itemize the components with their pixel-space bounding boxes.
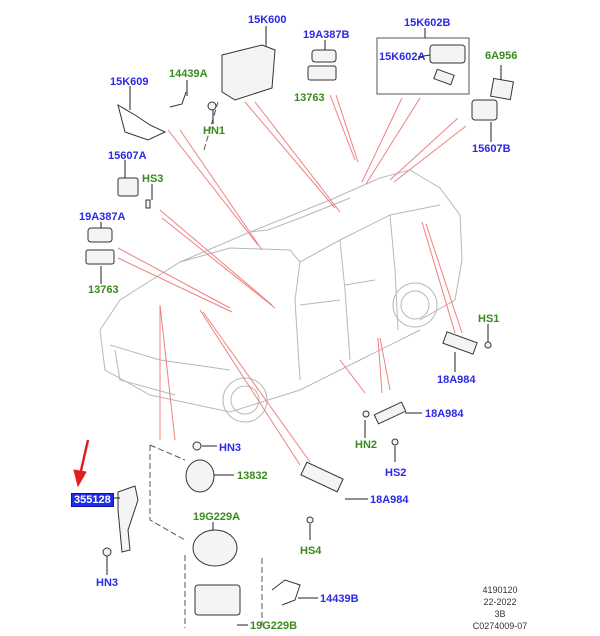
screw-HS3 [145, 199, 151, 209]
reference-section: 3B [494, 609, 506, 619]
label-HN2[interactable]: HN2 [355, 439, 378, 451]
label-15K609[interactable]: 15K609 [110, 76, 149, 88]
screw-HS4 [306, 516, 314, 524]
sensor-19A387A [87, 227, 113, 243]
nut-HN3-top [192, 441, 202, 451]
label-13832[interactable]: 13832 [237, 470, 268, 482]
sensor-19A387B [311, 49, 337, 63]
module-15607A [117, 177, 139, 197]
vehicle-outline [99, 169, 463, 423]
label-18A984-right[interactable]: 18A984 [437, 374, 476, 386]
siren-19G229A [192, 529, 238, 567]
label-15607B[interactable]: 15607B [472, 143, 511, 155]
diagram-reference-block: 4190120 22-2022 3B C0274009-07 [460, 584, 540, 632]
label-HN3-bottom[interactable]: HN3 [96, 577, 119, 589]
siren-19G229B [194, 584, 241, 616]
leader-lines [117, 94, 467, 466]
label-15K600[interactable]: 15K600 [248, 14, 287, 26]
label-15607A[interactable]: 15607A [108, 150, 147, 162]
nut-HN3-bottom [102, 547, 112, 557]
label-14439A[interactable]: 14439A [169, 68, 208, 80]
label-19A387A[interactable]: 19A387A [79, 211, 126, 223]
screw-HS2 [391, 438, 399, 446]
red-arrow-icon [73, 439, 90, 488]
harness-15K609 [117, 103, 167, 141]
label-HS3[interactable]: HS3 [142, 173, 164, 185]
label-19G229B[interactable]: 19G229B [250, 620, 298, 632]
sensor-18A984-low [300, 461, 344, 493]
assembly-dashes [149, 101, 263, 628]
kit-box-15K602B [376, 37, 470, 95]
bracket-355128 [117, 485, 139, 553]
label-HN3-top[interactable]: HN3 [219, 442, 242, 454]
label-19A387B[interactable]: 19A387B [303, 29, 350, 41]
label-HN1[interactable]: HN1 [203, 125, 226, 137]
label-6A956[interactable]: 6A956 [485, 50, 518, 62]
sensor-18A984-mid [373, 401, 407, 425]
label-15K602B[interactable]: 15K602B [404, 17, 451, 29]
bracket-13763-left [85, 249, 115, 265]
reference-number: 4190120 [482, 585, 518, 595]
nut-HN1 [207, 101, 217, 111]
module-15607B [471, 99, 498, 121]
control-module-15K600 [221, 44, 276, 101]
label-18A984-mid[interactable]: 18A984 [425, 408, 464, 420]
sensor-18A984-right [442, 331, 478, 355]
label-355128-highlighted[interactable]: 355128 [71, 493, 114, 507]
label-19G229A[interactable]: 19G229A [193, 511, 241, 523]
nut-HN2 [362, 410, 370, 418]
pad-6A956 [490, 77, 514, 101]
bracket-13763-top [307, 65, 337, 81]
label-leaders [100, 26, 502, 626]
label-HS2[interactable]: HS2 [385, 467, 407, 479]
label-14439B[interactable]: 14439B [320, 593, 359, 605]
component-sketches [85, 37, 514, 616]
label-HS4[interactable]: HS4 [300, 545, 322, 557]
label-13763-top[interactable]: 13763 [294, 92, 325, 104]
label-18A984-low[interactable]: 18A984 [370, 494, 409, 506]
label-HS1[interactable]: HS1 [478, 313, 500, 325]
reference-date: 22-2022 [483, 597, 517, 607]
label-13763-left[interactable]: 13763 [88, 284, 119, 296]
module-15K602A [429, 44, 466, 64]
sensor-14439A [169, 91, 187, 108]
reference-code: C0274009-07 [472, 621, 528, 631]
label-15K602A[interactable]: 15K602A [379, 51, 426, 63]
harness-14439B [271, 579, 301, 606]
screw-HS1 [484, 341, 492, 349]
horn-13832 [185, 459, 215, 493]
pad-15K602A [433, 68, 455, 86]
